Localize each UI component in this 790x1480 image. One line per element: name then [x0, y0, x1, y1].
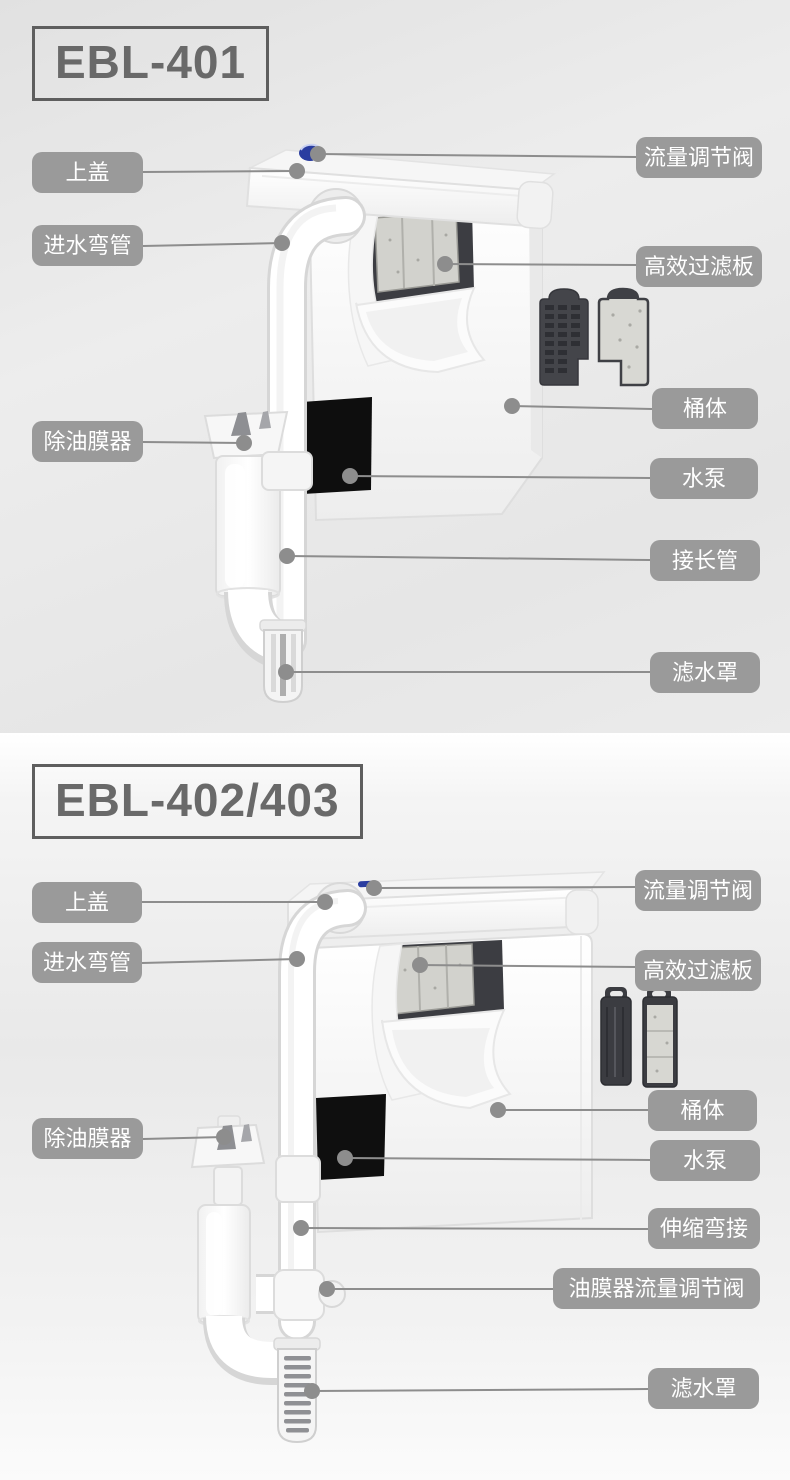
callout-strainer-cover: 滤水罩: [650, 652, 760, 693]
section-ebl-402-403: EBL-402/403: [0, 733, 790, 1480]
pipe-clip-collar: [261, 451, 313, 491]
callout-filter-plate: 高效过滤板: [635, 950, 761, 991]
callout-line-strainer: [278, 664, 650, 680]
section-ebl-401: EBL-401: [0, 0, 790, 733]
callout-line-top-cover: [142, 163, 305, 179]
ebl-402-403-callout-lines: [141, 880, 651, 1399]
callout-line-flow-valve: [366, 880, 636, 896]
callout-flow-control-valve: 流量调节阀: [635, 870, 761, 911]
callout-line-filter-plate: [437, 256, 638, 272]
carbon-cartridge: [539, 288, 589, 386]
callout-line-top-cover: [142, 894, 333, 910]
filter-pad: [380, 940, 504, 1022]
filter-media-cartridge: [597, 287, 650, 387]
callout-extension-pipe: 接长管: [650, 540, 760, 581]
ebl-401-callout-lines: [142, 146, 653, 680]
callout-inlet-elbow-pipe: 进水弯管: [32, 225, 143, 266]
callout-line-skimmer-flow-valve: [319, 1281, 553, 1297]
callout-line-filter-plate: [412, 957, 637, 973]
callout-strainer-cover: 滤水罩: [648, 1368, 759, 1409]
callout-line-flow-valve: [310, 146, 638, 162]
filter-pad: [355, 208, 474, 305]
callout-line-barrel: [490, 1102, 648, 1118]
model-title-ebl-401: EBL-401: [32, 26, 270, 101]
model-title-ebl-402-403: EBL-402/403: [32, 764, 363, 839]
callout-oil-film-remover: 除油膜器: [32, 421, 143, 462]
inlet-elbow-pipe: [267, 188, 366, 660]
callout-water-pump: 水泵: [650, 1140, 760, 1181]
callout-water-pump: 水泵: [650, 458, 758, 499]
strainer-cage: [273, 1337, 321, 1444]
callout-barrel-body: 桶体: [648, 1090, 757, 1131]
callout-oil-film-remover: 除油膜器: [32, 1118, 143, 1159]
callout-skimmer-flow-valve: 油膜器流量调节阀: [553, 1268, 760, 1309]
callout-telescopic-elbow: 伸缩弯接: [648, 1208, 760, 1249]
callout-filter-plate: 高效过滤板: [636, 246, 762, 287]
callout-line-skimmer: [142, 1129, 232, 1145]
callout-line-inlet-pipe: [141, 951, 305, 967]
ebl-402-403-spare-cartridges: [600, 987, 678, 1088]
waterfall-spout: [371, 943, 512, 1110]
callout-top-cover: 上盖: [32, 882, 142, 923]
callout-inlet-elbow-pipe: 进水弯管: [32, 942, 142, 983]
callout-line-pump: [342, 468, 651, 484]
skimmer-flow-valve-joint: [256, 1269, 346, 1321]
carbon-cartridge: [600, 987, 632, 1086]
callout-line-strainer: [304, 1383, 649, 1399]
waterfall-spout: [347, 213, 486, 374]
telescopic-joint: [275, 1155, 321, 1203]
callout-line-pump: [337, 1150, 651, 1166]
callout-line-telescopic-joint: [293, 1220, 649, 1236]
callout-flow-control-valve: 流量调节阀: [636, 137, 762, 178]
callout-barrel-body: 桶体: [652, 388, 758, 429]
callout-line-extension-pipe: [279, 548, 651, 564]
callout-line-skimmer: [142, 435, 252, 451]
callout-line-inlet-pipe: [142, 235, 290, 251]
callout-top-cover: 上盖: [32, 152, 143, 193]
ebl-401-spare-cartridges: [539, 287, 650, 387]
callout-line-barrel: [504, 398, 653, 414]
filter-media-cartridge: [642, 987, 678, 1088]
ebl-401-product-illustration: [203, 143, 557, 704]
